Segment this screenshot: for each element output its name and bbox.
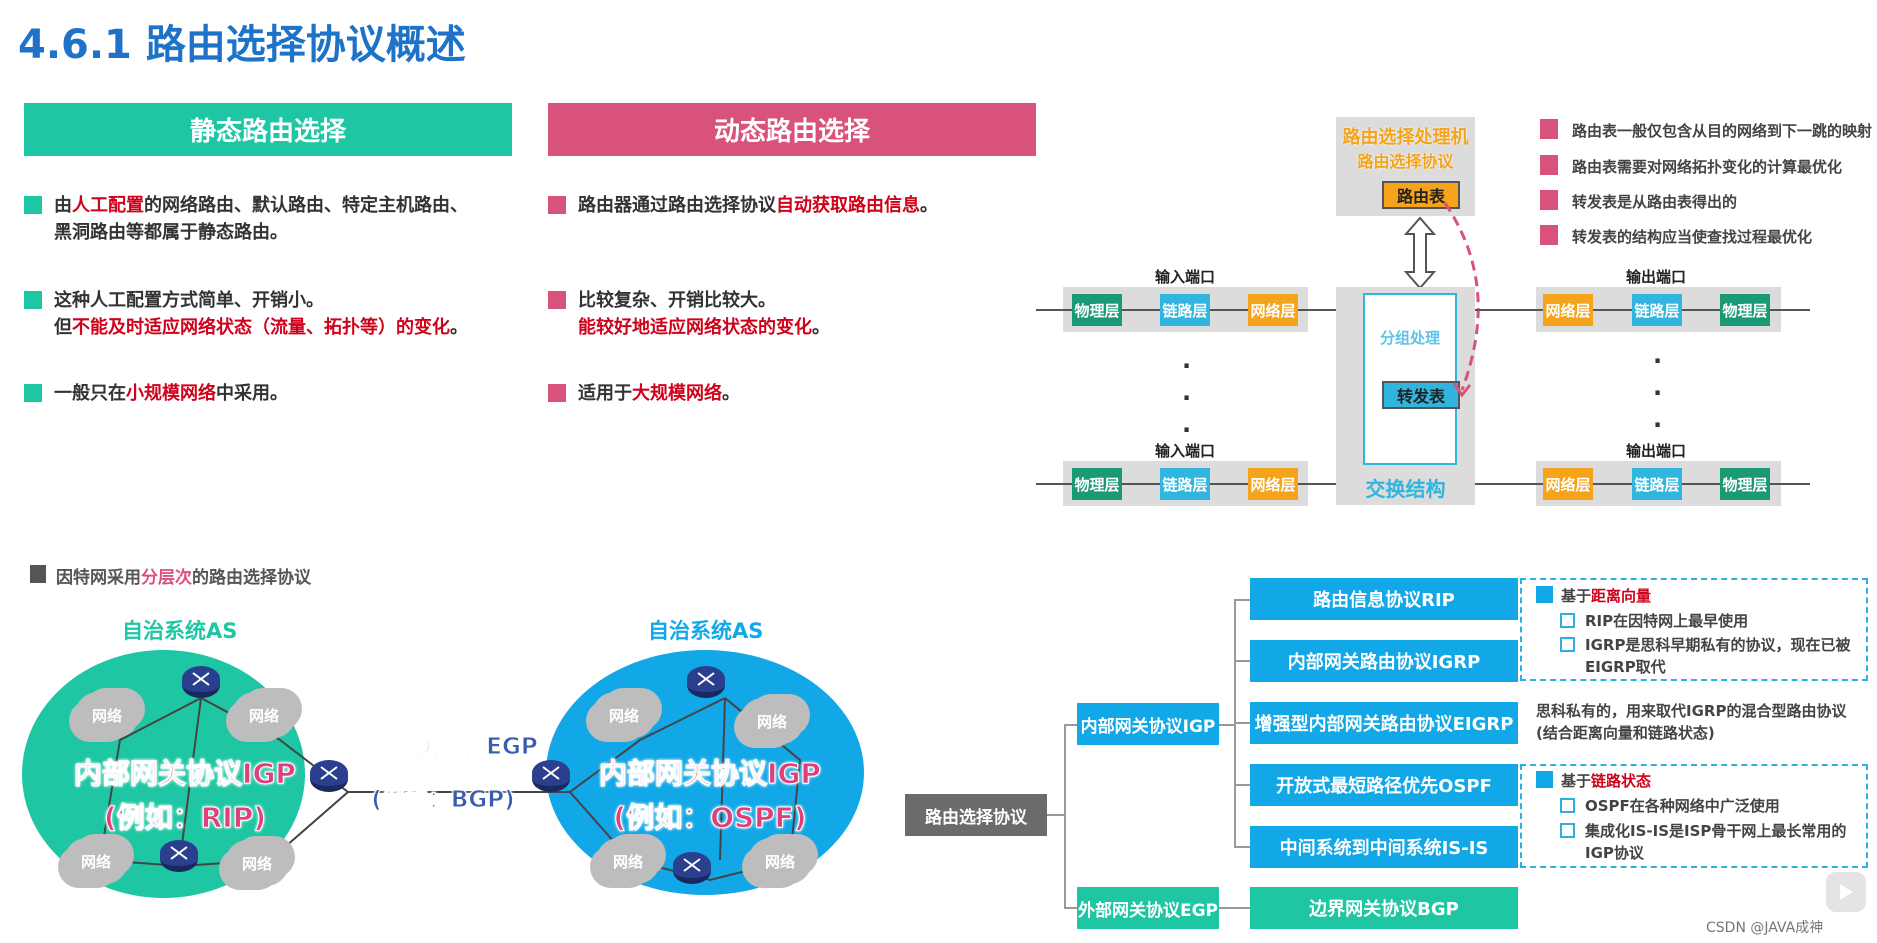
bullet-icon xyxy=(548,384,566,402)
eigrp-note: 思科私有的，用来取代IGRP的混合型路由协议(结合距离向量和链路状态) xyxy=(1536,702,1847,742)
network-cloud: 网络 xyxy=(748,838,812,884)
dynamic-item-3: 适用于大规模网络。 xyxy=(548,380,1048,407)
note-1: 路由表一般仅包含从目的网络到下一跳的映射 xyxy=(1540,119,1872,141)
forwarding-table: 转发表 xyxy=(1382,381,1460,409)
watermark: CSDN @JAVA成神 xyxy=(1706,920,1824,936)
link-layer: 链路层 xyxy=(1160,468,1210,500)
router-icon xyxy=(310,760,348,792)
igp-label-right: 内部网关协议IGP xyxy=(599,757,822,791)
ellipsis: ··· xyxy=(1182,352,1192,444)
page-title: 4.6.1 路由选择协议概述 xyxy=(18,22,466,68)
note-4: 转发表的结构应当使查找过程最优化 xyxy=(1540,225,1812,247)
link-layer: 链路层 xyxy=(1632,468,1682,500)
note-3: 转发表是从路由表得出的 xyxy=(1540,190,1737,212)
network-cloud: 网络 xyxy=(596,838,660,884)
dynamic-routing-header: 动态路由选择 xyxy=(548,103,1036,156)
processor-title: 路由选择处理机 xyxy=(1342,127,1469,148)
egp-label: 外部网关协议EGP xyxy=(348,734,538,761)
network-layer: 网络层 xyxy=(1543,468,1593,500)
input-port-label: 输入端口 xyxy=(1155,442,1216,460)
distance-vector-heading: 基于距离向量 xyxy=(1536,585,1651,607)
bullet-icon xyxy=(548,196,566,214)
protocol-igrp: 内部网关路由协议IGRP xyxy=(1250,640,1518,682)
egp-example: (例如：BGP) xyxy=(371,787,515,814)
switch-fabric: 分组处理 转发表 交换结构 xyxy=(1336,287,1475,505)
bullet-icon xyxy=(24,196,42,214)
link-layer: 链路层 xyxy=(1160,294,1210,326)
ls-item: OSPF在各种网络中广泛使用 xyxy=(1560,795,1780,817)
physical-layer: 物理层 xyxy=(1720,294,1770,326)
output-port-label: 输出端口 xyxy=(1626,268,1687,286)
network-layer: 网络层 xyxy=(1543,294,1593,326)
dv-item: IGRP是思科早期私有的协议，现在已被EIGRP取代 xyxy=(1560,634,1860,678)
network-cloud: 网络 xyxy=(740,698,804,744)
bullet-icon xyxy=(548,291,566,309)
network-cloud: 网络 xyxy=(592,692,656,738)
bidirectional-arrow-icon xyxy=(1403,216,1437,290)
ls-item: 集成化IS-IS是ISP骨干网上最长常用的IGP协议 xyxy=(1560,820,1860,864)
output-port-label: 输出端口 xyxy=(1626,442,1687,460)
protocol-bgp: 边界网关协议BGP xyxy=(1250,887,1518,929)
dv-item: RIP在因特网上最早使用 xyxy=(1560,610,1748,632)
router-icon xyxy=(687,666,725,698)
network-cloud: 网络 xyxy=(225,840,289,886)
hierarchy-heading: 因特网采用分层次的路由选择协议 xyxy=(30,563,311,588)
physical-layer: 物理层 xyxy=(1072,294,1122,326)
router-icon xyxy=(160,840,198,872)
igp-example-left: (例如：RIP) xyxy=(103,801,267,835)
derive-arrow xyxy=(1443,202,1480,398)
routing-protocols-root: 路由选择协议 xyxy=(905,794,1047,836)
note-2: 路由表需要对网络拓扑变化的计算最优化 xyxy=(1540,155,1842,177)
physical-layer: 物理层 xyxy=(1720,468,1770,500)
network-layer: 网络层 xyxy=(1248,294,1298,326)
protocol-ospf: 开放式最短路径优先OSPF xyxy=(1250,764,1518,806)
bullet-icon xyxy=(24,291,42,309)
igp-label-left: 内部网关协议IGP xyxy=(74,757,297,791)
igp-node: 内部网关协议IGP xyxy=(1077,703,1219,745)
input-port-label: 输入端口 xyxy=(1155,268,1216,286)
packet-processing-label: 分组处理 xyxy=(1379,329,1440,347)
link-layer: 链路层 xyxy=(1632,294,1682,326)
physical-layer: 物理层 xyxy=(1072,468,1122,500)
protocol-eigrp: 增强型内部网关路由协议EIGRP xyxy=(1250,702,1518,744)
igp-example-right: (例如：OSPF) xyxy=(613,801,807,835)
network-cloud: 网络 xyxy=(75,692,139,738)
as-label-right: 自治系统AS xyxy=(648,619,764,643)
static-item-2: 这种人工配置方式简单、开销小。但不能及时适应网络状态（流量、拓扑等）的变化。 xyxy=(24,287,544,341)
dynamic-item-1: 路由器通过路由选择协议自动获取路由信息。 xyxy=(548,192,1048,219)
routing-processor: 路由选择处理机 路由选择协议 路由表 xyxy=(1336,117,1475,216)
static-routing-header: 静态路由选择 xyxy=(24,103,512,156)
as-label-left: 自治系统AS xyxy=(122,619,238,643)
protocol-is-is: 中间系统到中间系统IS-IS xyxy=(1250,826,1518,868)
network-cloud: 网络 xyxy=(232,692,296,738)
processor-subtitle: 路由选择协议 xyxy=(1357,152,1454,171)
router-icon xyxy=(673,852,711,884)
link-state-group xyxy=(1520,764,1868,868)
network-cloud: 网络 xyxy=(64,838,128,884)
network-layer: 网络层 xyxy=(1248,468,1298,500)
switch-fabric-label: 交换结构 xyxy=(1365,477,1446,501)
routing-table: 路由表 xyxy=(1382,181,1460,209)
protocol-rip: 路由信息协议RIP xyxy=(1250,578,1518,620)
link-state-heading: 基于链路状态 xyxy=(1536,770,1651,792)
bullet-icon xyxy=(24,384,42,402)
dynamic-item-2: 比较复杂、开销比较大。能较好地适应网络状态的变化。 xyxy=(548,287,1048,341)
static-item-3: 一般只在小规模网络中采用。 xyxy=(24,380,524,407)
video-play-icon[interactable] xyxy=(1826,872,1866,912)
egp-node: 外部网关协议EGP xyxy=(1077,887,1219,929)
router-icon xyxy=(182,666,220,698)
static-item-1: 由人工配置的网络路由、默认路由、特定主机路由、黑洞路由等都属于静态路由。 xyxy=(24,192,524,246)
ellipsis: ··· xyxy=(1653,347,1663,439)
router-icon xyxy=(532,760,570,792)
distance-vector-group xyxy=(1520,578,1868,681)
